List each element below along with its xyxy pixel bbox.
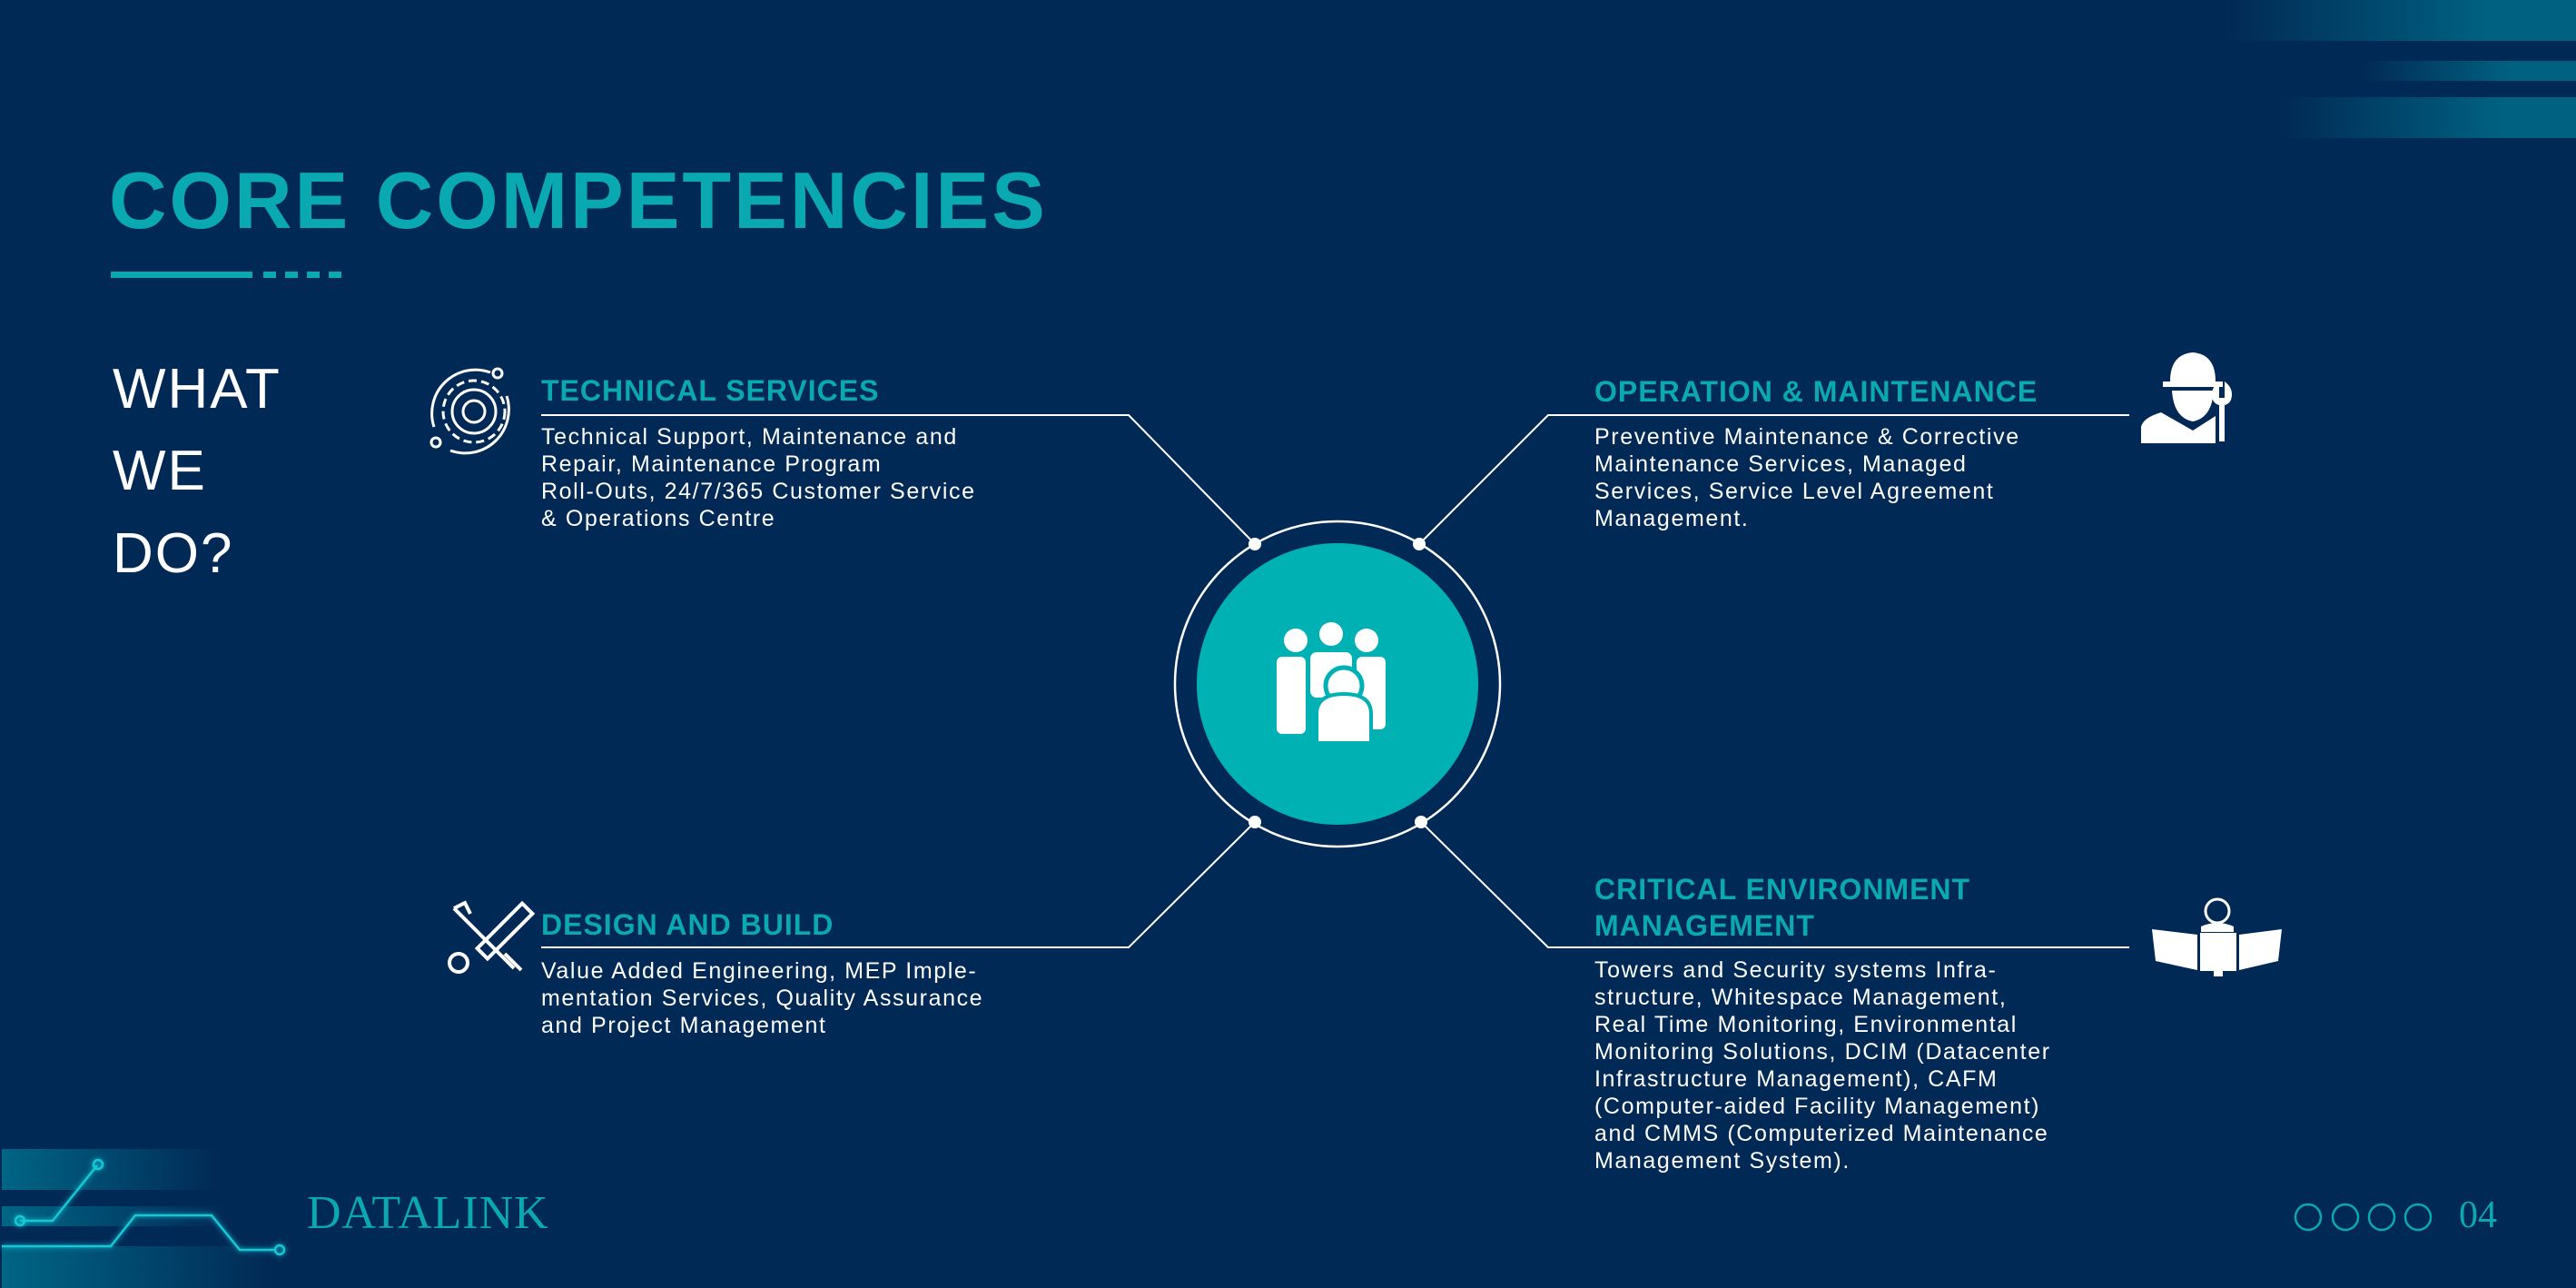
what-we-do-line: WE [113, 440, 207, 502]
competency-body-line: Maintenance Services, Managed [1594, 451, 1968, 477]
what-we-do-line: WHAT [113, 358, 281, 421]
worker-wrench-icon [2141, 352, 2232, 443]
tools-icon [448, 900, 536, 974]
decor-band-top-3 [2279, 97, 2576, 138]
circuit-decoration [2, 1158, 286, 1256]
competency-body-line: Roll-Outs, 24/7/365 Customer Service [541, 479, 976, 504]
competency-body-line: and Project Management [541, 1013, 827, 1038]
competency-body-line: Technical Support, Maintenance and [541, 424, 958, 450]
competency-heading: TECHNICAL SERVICES [541, 374, 880, 407]
competency-body-line: Real Time Monitoring, Environmental [1594, 1012, 2018, 1037]
competency-technical-services: TECHNICAL SERVICES Technical Support, Ma… [541, 372, 976, 532]
decor-band-bottom-3 [2, 1246, 274, 1288]
outer-ring [1173, 520, 1502, 848]
decor-band-bottom-1 [2, 1149, 220, 1190]
decor-band-top-2 [2361, 61, 2576, 81]
competency-body-line: Management. [1594, 506, 1750, 531]
page-number: 04 [2459, 1194, 2497, 1236]
connector-operation-maintenance [1418, 414, 2129, 545]
competency-body-line: structure, Whitespace Management, [1594, 985, 2008, 1010]
page-dots [2294, 1203, 2433, 1232]
decor-band-top-1 [2225, 0, 2576, 41]
competency-body-line: Monitoring Solutions, DCIM (Datacenter [1594, 1039, 2051, 1065]
competency-critical-environment: CRITICAL ENVIRONMENT MANAGEMENT Towers a… [1594, 871, 2051, 1174]
competency-body-line: (Computer-aided Facility Management) [1594, 1094, 2041, 1119]
competency-body-line: Management System). [1594, 1148, 1851, 1174]
competency-heading: CRITICAL ENVIRONMENT [1594, 873, 1971, 906]
page-title: CORE COMPETENCIES [109, 155, 1048, 245]
competency-heading: MANAGEMENT [1594, 909, 1815, 942]
competency-heading: OPERATION & MAINTENANCE [1594, 375, 2038, 408]
connector-lines [541, 414, 2129, 948]
connector-technical-services [541, 414, 1256, 545]
operator-monitors-icon [2152, 897, 2282, 976]
gear-cycle-icon [429, 367, 510, 455]
title-underline [111, 272, 252, 278]
title-underline-dash [263, 272, 276, 278]
competency-body-line: & Operations Centre [541, 506, 776, 531]
connector-dots [1249, 538, 1427, 828]
competency-body-line: Preventive Maintenance & Corrective [1594, 424, 2020, 450]
what-we-do-line: DO? [113, 522, 234, 585]
competency-body-line: Services, Service Level Agreement [1594, 479, 1995, 504]
competency-body-line: Towers and Security systems Infra- [1594, 957, 1998, 983]
competency-operation-maintenance: OPERATION & MAINTENANCE Preventive Maint… [1594, 373, 2038, 532]
competency-body-line: mentation Services, Quality Assurance [541, 986, 984, 1011]
competency-body-line: Repair, Maintenance Program [541, 451, 883, 477]
title-underline-dash [329, 272, 341, 278]
decor-band-bottom-2 [2, 1206, 229, 1226]
competency-body-line: Value Added Engineering, MEP Imple- [541, 958, 978, 984]
competency-heading: DESIGN AND BUILD [541, 908, 834, 941]
team-group-icon [1277, 622, 1386, 745]
competency-design-build: DESIGN AND BUILD Value Added Engineering… [541, 907, 983, 1039]
title-underline-dash [285, 272, 298, 278]
connector-critical-environment [1420, 821, 2129, 948]
connector-design-build [541, 821, 1256, 948]
title-underline-dash [307, 272, 320, 278]
competency-body-line: and CMMS (Computerized Maintenance [1594, 1121, 2049, 1146]
datalink-logo: DATALINK [307, 1187, 549, 1239]
competency-body-line: Infrastructure Management), CAFM [1594, 1066, 1999, 1092]
